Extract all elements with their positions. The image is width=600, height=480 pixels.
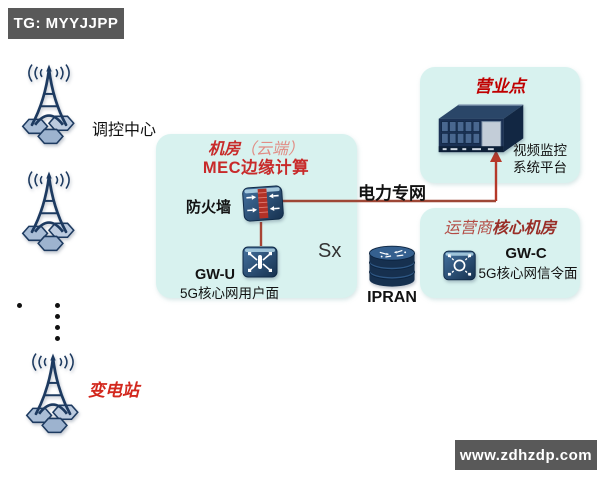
business-title: 营业点 [474, 77, 526, 96]
ipran-storage-icon [368, 245, 416, 287]
base-station-tower-icon [21, 170, 76, 252]
sx-interface-label: Sx [318, 240, 342, 262]
control-center-tower-icon [21, 63, 76, 145]
gwu-router-icon [242, 246, 278, 278]
video-platform-line2: 系统平台 [513, 160, 567, 175]
arrow-to-server-head [490, 150, 502, 162]
mec-title-suffix: （云端） [240, 141, 305, 158]
firewall-icon [242, 185, 284, 222]
ellipsis-dot [55, 314, 60, 319]
gwc-name: GW-C [505, 245, 547, 262]
video-server-icon [438, 104, 524, 153]
watermark: www.zdhzdp.com [455, 440, 597, 470]
substation-label: 变电站 [88, 381, 139, 400]
power-link-label: 电力专网 [358, 184, 426, 203]
mec-title: 机房（云端） MEC边缘计算 [161, 140, 351, 178]
substation-tower-icon [25, 352, 80, 434]
ellipsis-dot [55, 336, 60, 341]
video-platform-line1: 视频监控 [513, 143, 567, 158]
firewall-label: 防火墙 [186, 199, 232, 216]
mec-title-name: 机房 [207, 141, 240, 158]
ipran-label: IPRAN [367, 289, 417, 306]
ellipsis-dot [55, 303, 60, 308]
mec-title-line1: 机房（云端） [161, 140, 351, 159]
gwc-router-icon [443, 250, 476, 281]
mec-title-line2: MEC边缘计算 [202, 159, 310, 177]
operator-title-main: 核心机房 [492, 220, 557, 237]
ellipsis-dot [55, 325, 60, 330]
operator-title-prefix: 运营商 [443, 220, 492, 237]
video-platform-label: 视频监控 系统平台 [513, 142, 567, 176]
gwc-desc: 5G核心网信令面 [478, 266, 578, 281]
ellipsis-dot [17, 303, 22, 308]
operator-title: 运营商核心机房 [425, 214, 575, 238]
control-center-label: 调控中心 [92, 122, 157, 139]
gwu-desc: 5G核心网用户面 [179, 286, 279, 301]
gwu-name: GW-U [195, 267, 235, 283]
tg-badge: TG: MYYJJPP [8, 8, 124, 39]
